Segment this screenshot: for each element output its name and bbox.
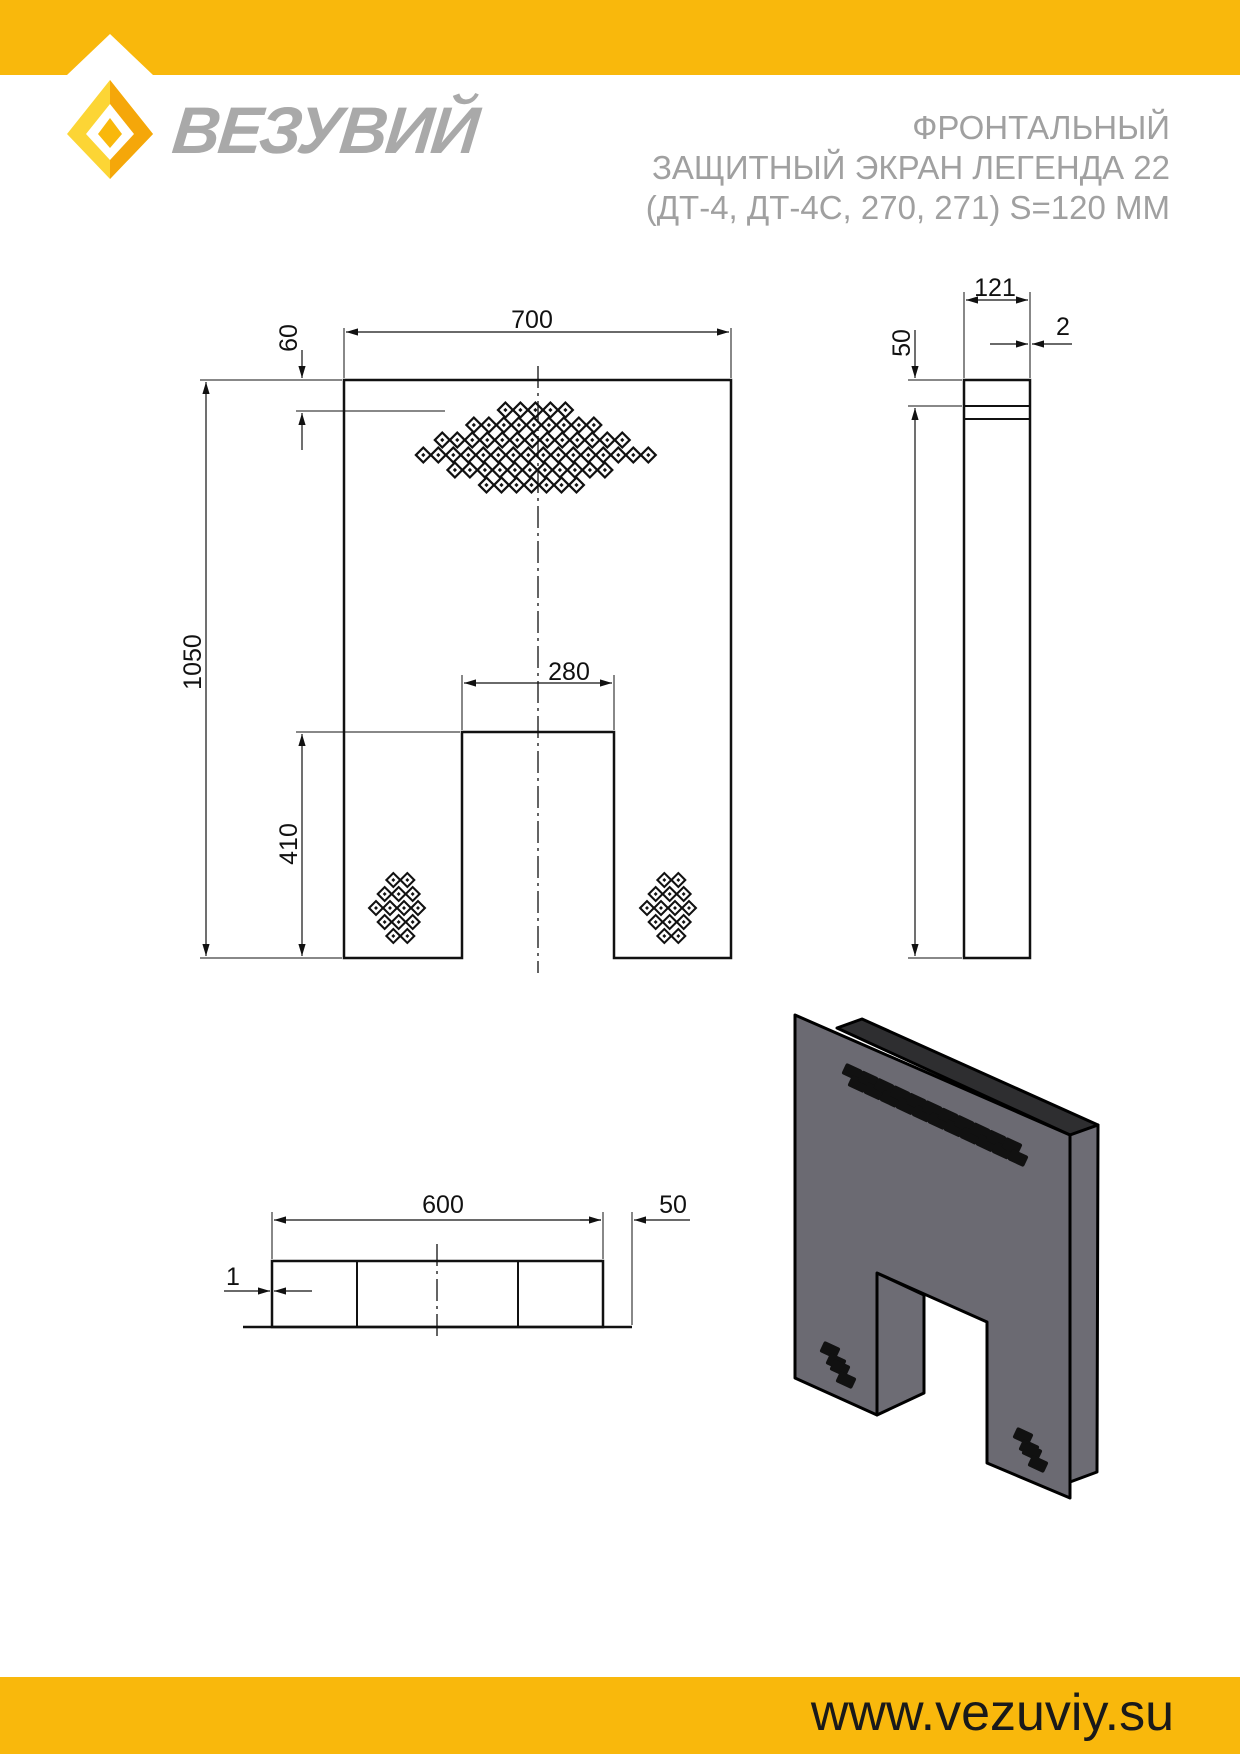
dim-top-width: 600 [422, 1191, 464, 1219]
website-link[interactable]: www.vezuviy.su [810, 1684, 1174, 1742]
title-line: ЗАЩИТНЫЙ ЭКРАН ЛЕГЕНДА 22 [651, 149, 1170, 186]
document-title: ФРОНТАЛЬНЫЙ ЗАЩИТНЫЙ ЭКРАН ЛЕГЕНДА 22 (Д… [646, 108, 1170, 228]
isometric-ornament-top [841, 1063, 1029, 1167]
top-band [0, 0, 1240, 75]
title-line: ФРОНТАЛЬНЫЙ [912, 109, 1170, 146]
dim-opening-width: 280 [548, 658, 590, 686]
dim-thickness: 2 [1056, 313, 1070, 341]
dim-width: 700 [511, 306, 553, 334]
dim-leg-height: 410 [275, 823, 303, 865]
dim-depth: 121 [974, 274, 1016, 302]
ornament-left [368, 872, 426, 944]
isometric-ornament-left [819, 1341, 857, 1389]
dim-side-top-offset: 50 [888, 329, 916, 357]
title-line: (ДТ-4, ДТ-4С, 270, 271) S=120 ММ [645, 189, 1170, 226]
side-view [908, 292, 1072, 960]
bottom-band [0, 1677, 1240, 1754]
ornament-top [414, 401, 657, 494]
isometric-ornament-right [1012, 1427, 1049, 1473]
isometric-view [793, 1013, 1100, 1500]
dim-top-offset: 60 [275, 324, 303, 352]
ornament-right [639, 872, 697, 944]
dim-height: 1050 [179, 634, 207, 690]
dim-top-thickness: 1 [226, 1263, 240, 1291]
dim-top-depth: 50 [659, 1191, 687, 1219]
top-view [224, 1212, 690, 1339]
front-view [200, 328, 733, 973]
